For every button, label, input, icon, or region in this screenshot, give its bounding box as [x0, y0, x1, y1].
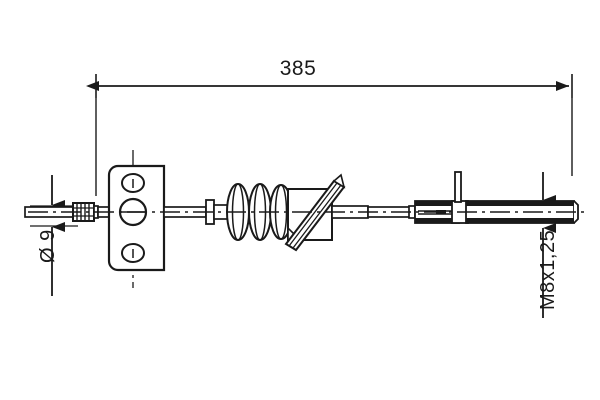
threaded-rod-right [465, 200, 579, 224]
dimension-length [86, 74, 573, 196]
dimension-diameter [30, 175, 78, 296]
right-adjuster [408, 171, 469, 224]
angled-clamp [284, 173, 369, 252]
dimension-label-length: 385 [279, 57, 317, 80]
dimension-label-diameter: Ø 9 [37, 229, 59, 263]
mounting-bracket-plate [107, 150, 166, 288]
dimension-label-thread: M8x1,25 [537, 229, 559, 310]
